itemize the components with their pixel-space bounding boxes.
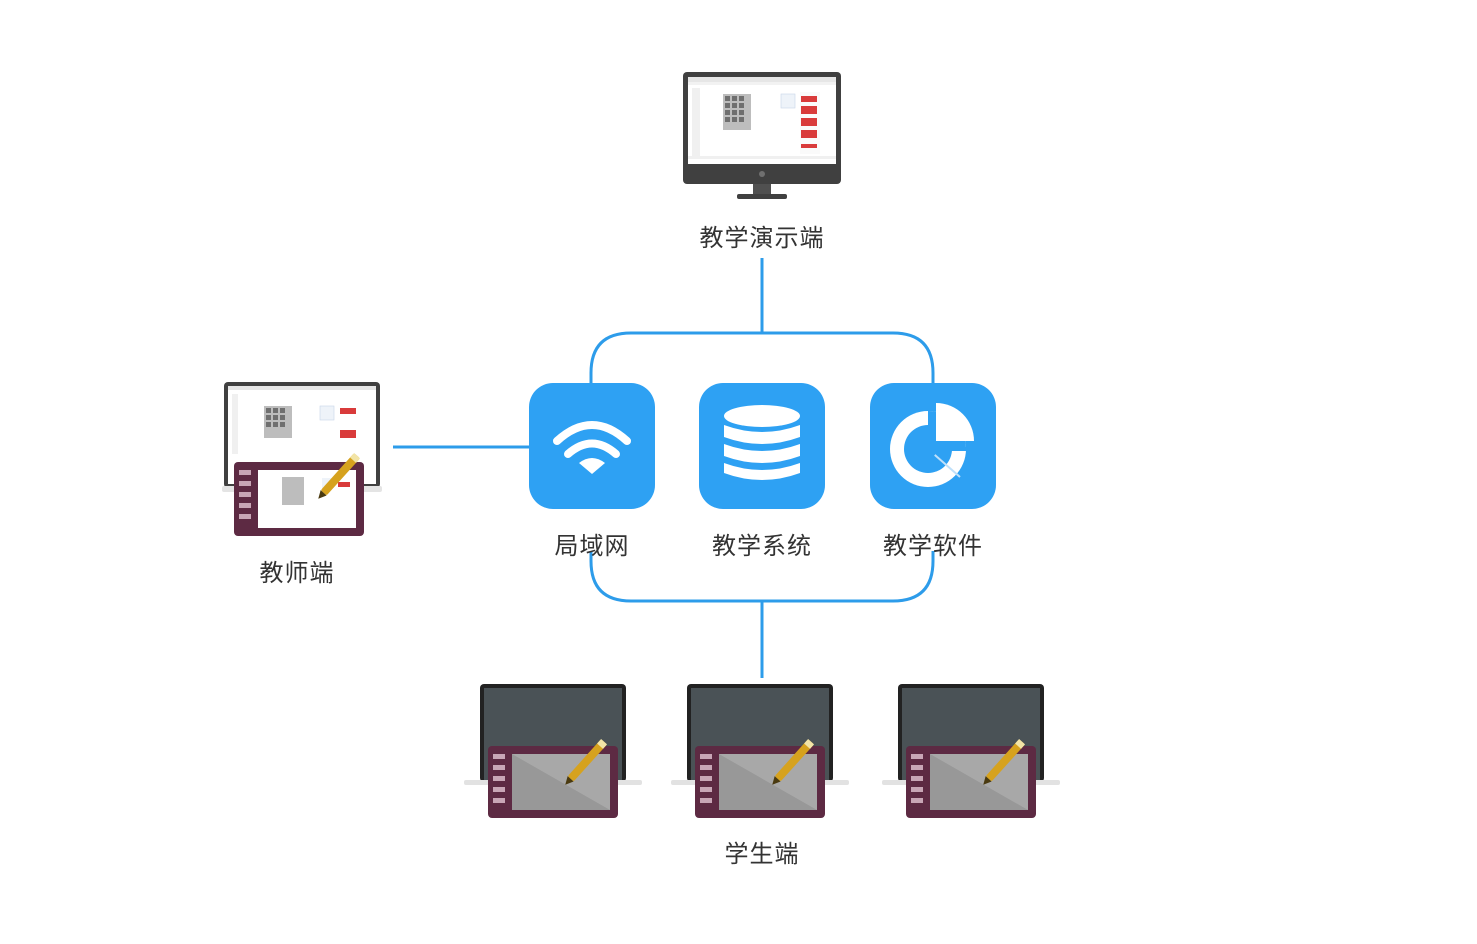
- system-label: 教学系统: [712, 532, 812, 560]
- wifi-icon: [553, 421, 631, 474]
- lan-tile: [529, 383, 655, 509]
- student-device-3-icon: [882, 684, 1060, 818]
- laptop-with-pen-tablet-icon: [222, 382, 382, 536]
- software-tile: [870, 383, 996, 509]
- software-label: 教学软件: [883, 532, 983, 560]
- database-icon: [724, 405, 800, 480]
- teacher-label: 教师端: [259, 559, 335, 587]
- student-device-2-icon: [671, 684, 849, 818]
- system-tile: [699, 383, 825, 509]
- students-label: 学生端: [724, 840, 800, 868]
- lan-label: 局域网: [554, 532, 630, 560]
- desktop-monitor-icon: [683, 72, 841, 199]
- hub-top-bracket: [589, 331, 935, 383]
- pie-chart-icon: [890, 403, 974, 487]
- demo-label: 教学演示端: [699, 224, 825, 252]
- student-device-1-icon: [464, 684, 642, 818]
